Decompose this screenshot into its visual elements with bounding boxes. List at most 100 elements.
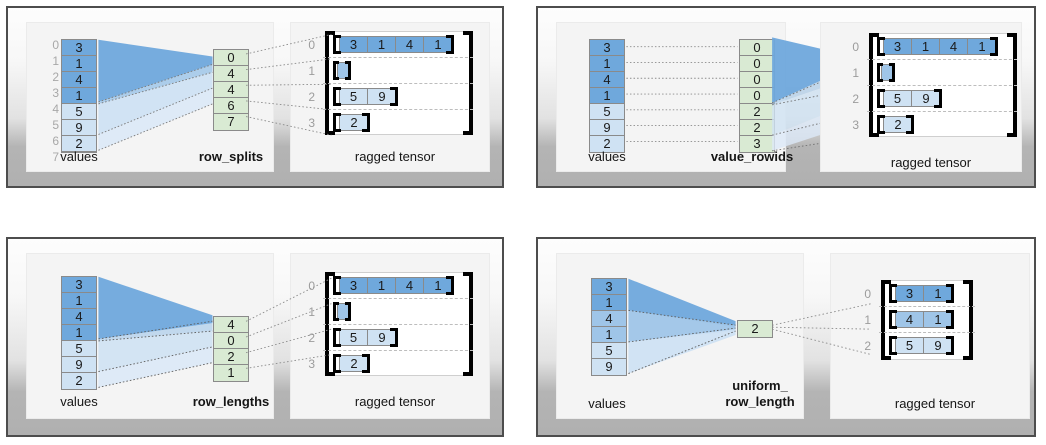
value-cell: 5 bbox=[62, 104, 96, 120]
ragged-cell: 4 bbox=[396, 278, 424, 293]
value-cell: 1 bbox=[592, 295, 626, 311]
value-cell: 4 bbox=[590, 72, 624, 88]
ragged-row-index: 2 bbox=[864, 339, 871, 353]
ragged-cell: 2 bbox=[340, 356, 368, 371]
row-separator bbox=[323, 83, 473, 84]
ragged-cell: 1 bbox=[368, 37, 396, 52]
value-index-tick: 4 bbox=[52, 102, 59, 116]
row-separator bbox=[867, 59, 1017, 60]
ragged-cell: 2 bbox=[340, 115, 368, 130]
ragged-cell: 4 bbox=[896, 312, 924, 327]
ragged-row bbox=[337, 303, 350, 320]
partition-cell: 4 bbox=[214, 82, 248, 98]
encoding-card: 3 1 4 1 5 9 2 values uni bbox=[556, 253, 804, 419]
ragged-cell: 1 bbox=[368, 278, 396, 293]
ragged-row-index: 1 bbox=[308, 305, 315, 319]
ragged-cell: 1 bbox=[912, 39, 940, 54]
ragged-tensor-label: ragged tensor bbox=[354, 149, 436, 164]
value-cell: 1 bbox=[590, 88, 624, 104]
ragged-cell: 5 bbox=[340, 89, 368, 104]
encoding-card: 3 1 4 1 5 9 2 4 bbox=[26, 253, 274, 419]
row-separator bbox=[323, 298, 473, 299]
ragged-cell: 1 bbox=[924, 286, 952, 301]
partition-cell: 0 bbox=[214, 333, 248, 349]
encoding-card: 3 1 4 1 5 9 2 bbox=[556, 22, 793, 172]
partition-cell: 0 bbox=[214, 50, 248, 66]
value-cell: 5 bbox=[592, 343, 626, 359]
ragged-cell: 3 bbox=[340, 278, 368, 293]
ragged-row-index: 3 bbox=[308, 116, 315, 130]
encoding-card: 3 1 4 1 5 9 2 0 1 2 3 4 5 6 7 bbox=[26, 22, 274, 172]
value-cell: 9 bbox=[62, 357, 96, 373]
ragged-cell: 5 bbox=[884, 91, 912, 106]
uniform-row-length-box: 2 bbox=[737, 320, 773, 338]
value-cell: 3 bbox=[590, 40, 624, 56]
value-cell: 5 bbox=[590, 104, 624, 120]
ragged-cell: 1 bbox=[924, 312, 952, 327]
row-separator bbox=[323, 109, 473, 110]
ragged-row-index: 2 bbox=[852, 92, 859, 106]
value-index-tick: 6 bbox=[52, 134, 59, 148]
ragged-tensor-card: 0 3 1 1 4 1 2 5 9 bbox=[830, 253, 1030, 419]
partition-cell: 4 bbox=[214, 66, 248, 82]
ragged-row: 3 1 4 1 bbox=[339, 277, 453, 294]
value-cell: 9 bbox=[590, 120, 624, 136]
value-index-tick: 5 bbox=[52, 118, 59, 132]
value-cell: 4 bbox=[62, 309, 96, 325]
values-column: 3 1 4 1 5 9 2 bbox=[589, 39, 625, 153]
ragged-row: 2 bbox=[339, 355, 369, 372]
encoding-label: row_splits bbox=[198, 149, 264, 164]
partition-cell: 7 bbox=[214, 114, 248, 130]
value-index-tick: 7 bbox=[52, 150, 59, 164]
ragged-row: 5 9 bbox=[339, 88, 397, 105]
partition-cell: 0 bbox=[740, 56, 774, 72]
ragged-tensor-label: ragged tensor bbox=[890, 155, 972, 170]
value-cell: 9 bbox=[62, 120, 96, 136]
partition-cell: 1 bbox=[214, 365, 248, 381]
encoding-label-line1: uniform_ bbox=[732, 378, 788, 393]
ragged-cell-empty bbox=[338, 304, 349, 319]
partition-cell: 2 bbox=[740, 104, 774, 120]
ragged-tensor-card: 0 3 1 4 1 1 2 5 9 bbox=[290, 253, 490, 419]
values-label: values bbox=[588, 149, 626, 164]
row-separator bbox=[867, 111, 1017, 112]
ragged-cell: 5 bbox=[340, 330, 368, 345]
row-separator bbox=[879, 306, 975, 307]
ragged-tensor: 0 3 1 4 1 1 2 5 9 bbox=[308, 272, 477, 376]
ragged-row bbox=[337, 62, 350, 79]
partition-cell: 0 bbox=[740, 40, 774, 56]
ragged-row: 5 9 bbox=[883, 90, 941, 107]
encoding-label-line2: row_length bbox=[725, 394, 795, 409]
ragged-row-index: 0 bbox=[308, 279, 315, 293]
ragged-row: 4 1 bbox=[895, 311, 953, 328]
row-separator bbox=[323, 324, 473, 325]
ragged-tensor-card: 0 3 1 4 1 1 2 5 9 bbox=[820, 22, 1022, 172]
ragged-cell: 9 bbox=[912, 91, 940, 106]
row-separator bbox=[867, 85, 1017, 86]
values-label: values bbox=[60, 394, 98, 409]
value-cell: 3 bbox=[62, 40, 96, 56]
encoding-label: row_lengths bbox=[192, 394, 270, 409]
row-separator bbox=[323, 57, 473, 58]
ragged-row: 3 1 4 1 bbox=[339, 36, 453, 53]
partition-cell: 2 bbox=[738, 321, 772, 337]
value-cell: 1 bbox=[62, 325, 96, 341]
partition-cell: 2 bbox=[214, 349, 248, 365]
ragged-cell: 4 bbox=[940, 39, 968, 54]
row-lengths-column: 4 0 2 1 bbox=[213, 316, 249, 382]
ragged-row-index: 3 bbox=[852, 118, 859, 132]
ragged-cell: 1 bbox=[424, 278, 452, 293]
value-cell: 2 bbox=[62, 136, 96, 152]
value-cell: 1 bbox=[62, 88, 96, 104]
ragged-row: 3 1 bbox=[895, 285, 953, 302]
ragged-tensor: 0 3 1 4 1 1 2 5 bbox=[308, 31, 477, 135]
ragged-row-index: 2 bbox=[308, 90, 315, 104]
values-column: 3 1 4 1 5 9 2 0 1 2 3 4 5 6 7 bbox=[52, 39, 97, 163]
panel-uniform-row-length: 3 1 4 1 5 9 2 values uni bbox=[536, 237, 1036, 437]
partition-cell: 3 bbox=[740, 136, 774, 152]
value-cell: 4 bbox=[592, 311, 626, 327]
ragged-tensor: 0 3 1 4 1 1 2 5 9 bbox=[852, 33, 1021, 137]
ragged-cell: 3 bbox=[896, 286, 924, 301]
panel-value-rowids: 3 1 4 1 5 9 2 bbox=[536, 6, 1036, 188]
